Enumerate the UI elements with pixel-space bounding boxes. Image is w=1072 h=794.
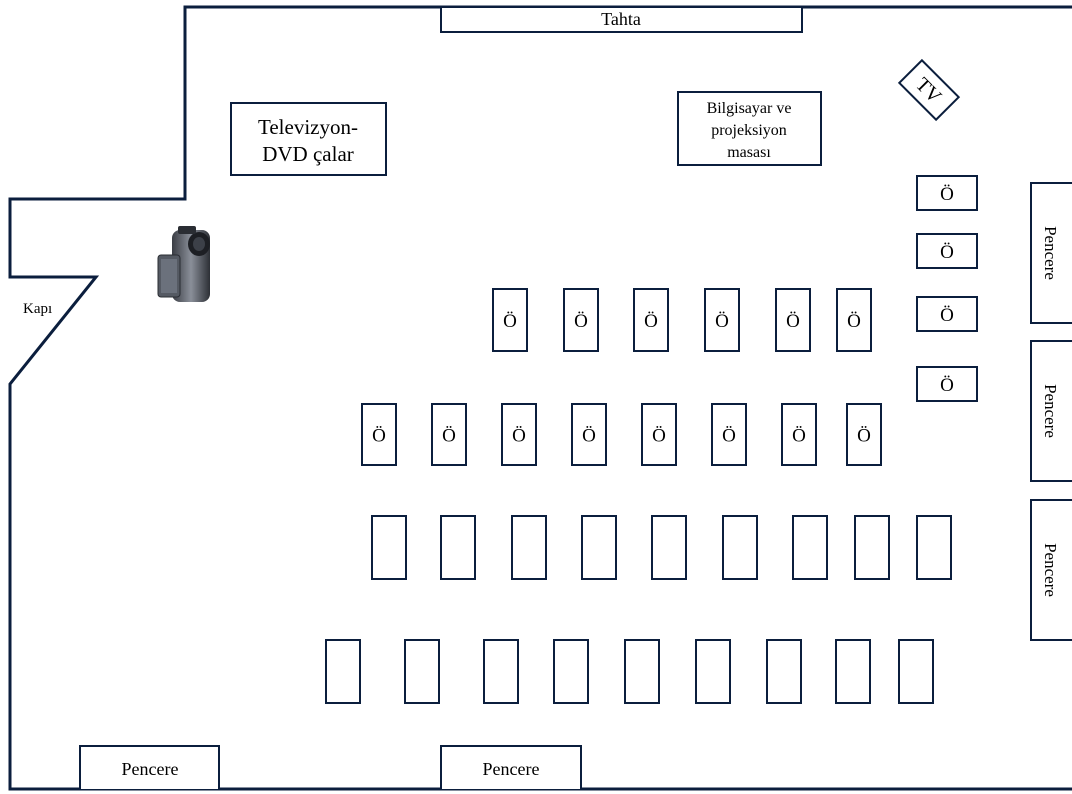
desk-layout: Ö Ö Ö Ö Ö Ö Ö Ö Ö Ö Ö Ö Ö Ö Ö Ö Ö Ö	[325, 175, 978, 704]
side-desk-3: Ö	[916, 296, 978, 332]
computer-projector-table: Bilgisayar ve projeksiyon masası	[677, 91, 822, 166]
bottom-windows: Pencere Pencere	[79, 745, 582, 789]
desk-row4-4	[553, 639, 589, 704]
side-desk-2: Ö	[916, 233, 978, 269]
video-camera-icon	[157, 226, 210, 302]
board-label: Tahta	[601, 9, 641, 29]
window-bottom-1: Pencere	[79, 745, 220, 789]
desk-row1-2: Ö	[563, 288, 599, 352]
desk-row2-1-label: Ö	[372, 426, 386, 447]
classroom-wall	[8, 5, 1072, 791]
window-right-1-label: Pencere	[1041, 226, 1060, 280]
side-desk-1-label: Ö	[940, 184, 954, 205]
desk-row3-1	[371, 515, 407, 580]
computer-table-line3: masası	[727, 144, 771, 161]
desk-row3-2	[440, 515, 476, 580]
desk-row2-6: Ö	[711, 403, 747, 466]
desk-row1-6-label: Ö	[847, 311, 861, 332]
desk-row2-3-label: Ö	[512, 426, 526, 447]
window-bottom-1-label: Pencere	[122, 759, 179, 779]
side-desk-4: Ö	[916, 366, 978, 402]
desk-row2-2-label: Ö	[442, 426, 456, 447]
desk-row1-2-label: Ö	[574, 311, 588, 332]
desk-row2-5-label: Ö	[652, 426, 666, 447]
desk-row1-5-label: Ö	[786, 311, 800, 332]
desk-row3-3	[511, 515, 547, 580]
desk-row1-1-label: Ö	[503, 311, 517, 332]
side-desk-1: Ö	[916, 175, 978, 211]
desk-row2-2: Ö	[431, 403, 467, 466]
board: Tahta	[440, 6, 803, 33]
desk-row3-9	[916, 515, 952, 580]
tv-dvd-table: Televizyon- DVD çalar	[230, 102, 387, 176]
tv-dvd-label-line1: Televizyon-	[258, 115, 358, 139]
computer-table-line2: projeksiyon	[711, 122, 787, 139]
desk-row2-3: Ö	[501, 403, 537, 466]
desk-row2-4: Ö	[571, 403, 607, 466]
desk-row4-5	[624, 639, 660, 704]
side-desk-4-label: Ö	[940, 375, 954, 396]
window-right-1: Pencere	[1030, 182, 1072, 324]
desk-row3-6	[722, 515, 758, 580]
desk-row3-8	[854, 515, 890, 580]
tv-dvd-label-line2: DVD çalar	[262, 142, 354, 166]
door-label: Kapı	[23, 301, 52, 317]
window-right-3: Pencere	[1030, 499, 1072, 641]
desk-row1-3: Ö	[633, 288, 669, 352]
desk-row1-6: Ö	[836, 288, 872, 352]
window-bottom-2-label: Pencere	[483, 759, 540, 779]
desk-row4-6	[695, 639, 731, 704]
window-bottom-2: Pencere	[440, 745, 582, 789]
desk-row1-5: Ö	[775, 288, 811, 352]
desk-row4-2	[404, 639, 440, 704]
desk-row4-1	[325, 639, 361, 704]
desk-row4-7	[766, 639, 802, 704]
right-windows: Pencere Pencere Pencere	[1030, 182, 1072, 641]
desk-row2-1: Ö	[361, 403, 397, 466]
window-right-3-label: Pencere	[1041, 543, 1060, 597]
desk-row2-5: Ö	[641, 403, 677, 466]
desk-row2-7-label: Ö	[792, 426, 806, 447]
desk-row2-7: Ö	[781, 403, 817, 466]
side-desk-3-label: Ö	[940, 305, 954, 326]
window-right-2: Pencere	[1030, 340, 1072, 482]
desk-row1-4-label: Ö	[715, 311, 729, 332]
desk-row4-3	[483, 639, 519, 704]
desk-row2-8-label: Ö	[857, 426, 871, 447]
window-right-2-label: Pencere	[1041, 384, 1060, 438]
desk-row1-4: Ö	[704, 288, 740, 352]
desk-row4-9	[898, 639, 934, 704]
desk-row1-3-label: Ö	[644, 311, 658, 332]
desk-row3-5	[651, 515, 687, 580]
desk-row3-4	[581, 515, 617, 580]
tv: TV	[897, 58, 961, 122]
desk-row3-7	[792, 515, 828, 580]
computer-table-line1: Bilgisayar ve	[707, 100, 792, 117]
side-desk-2-label: Ö	[940, 242, 954, 263]
desk-row2-6-label: Ö	[722, 426, 736, 447]
desk-row2-4-label: Ö	[582, 426, 596, 447]
desk-row1-1: Ö	[492, 288, 528, 352]
desk-row4-8	[835, 639, 871, 704]
desk-row2-8: Ö	[846, 403, 882, 466]
